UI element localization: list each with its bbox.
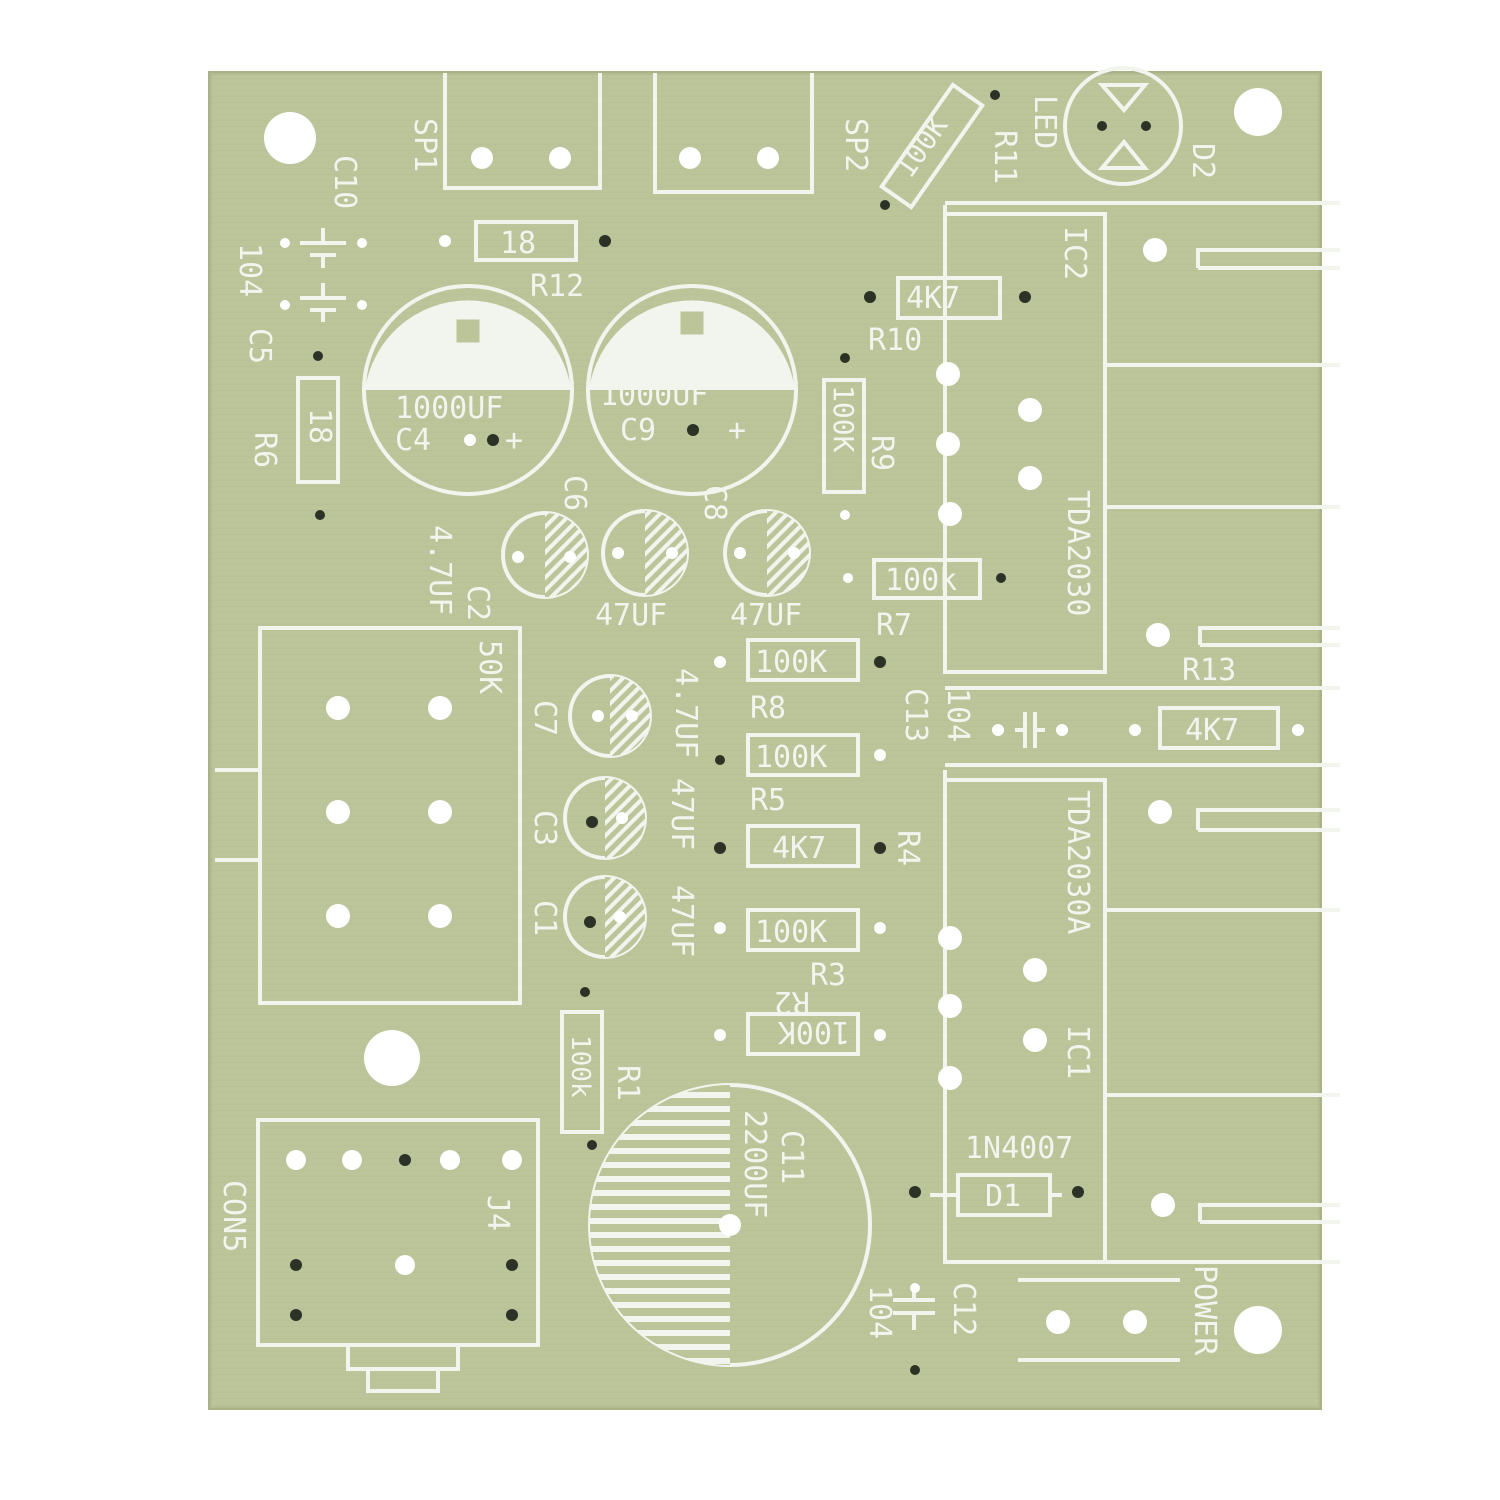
sp2-outline [653, 73, 814, 194]
label-c12: C12 [946, 1282, 981, 1336]
r7-outline [872, 558, 982, 600]
label-r10-value: 4K7 [906, 281, 960, 316]
label-c13: C13 [898, 688, 933, 742]
label-sp1: SP1 [407, 118, 442, 172]
label-c2: C2 [460, 585, 495, 621]
r8-outline [746, 638, 860, 682]
label-c12-value: 104 [862, 1285, 897, 1339]
label-c9-plus: + [728, 413, 746, 448]
label-r9: R9 [864, 435, 899, 471]
r13-outline [1158, 706, 1280, 750]
label-r8-value: 100K [755, 645, 827, 680]
label-r5-value: 100K [755, 740, 827, 775]
c12-symbol [893, 1285, 935, 1330]
label-pot: 50K [472, 640, 507, 694]
r6-outline [296, 376, 340, 484]
label-c4: C4 [395, 423, 431, 458]
r5-outline [746, 733, 860, 777]
label-led: LED [1027, 95, 1062, 149]
r9-outline [822, 378, 866, 494]
label-c10-value: 104 [232, 243, 267, 297]
label-sp2: SP2 [838, 118, 873, 172]
label-c11: C11 [774, 1130, 809, 1184]
label-c8-value: 47UF [730, 598, 802, 633]
label-r6-value: 18 [302, 408, 337, 444]
r11-outline [878, 82, 986, 210]
c9-outline [586, 284, 798, 496]
label-d2: D2 [1185, 143, 1220, 179]
c5-symbol [300, 283, 346, 322]
c10-symbol [300, 228, 346, 268]
r1-outline [560, 1010, 604, 1134]
label-r3-value: 100K [755, 915, 827, 950]
label-c13-value: 104 [940, 688, 975, 742]
label-r1-value: 100k [565, 1035, 595, 1098]
r10-outline [896, 276, 1002, 320]
label-tda-top: TDA2030 [1060, 490, 1095, 616]
label-ic2: IC2 [1057, 226, 1092, 280]
label-c4-plus: + [505, 423, 523, 458]
r2-outline [746, 1012, 860, 1056]
label-j4: J4 [480, 1195, 515, 1231]
label-d1: D1 [985, 1179, 1021, 1214]
label-c1-value: 47UF [664, 885, 699, 957]
label-r5: R5 [750, 783, 786, 818]
label-r6: R6 [247, 432, 282, 468]
label-r2: R2 [774, 984, 810, 1019]
heatsink-top [945, 201, 1340, 690]
c4-outline [362, 284, 574, 496]
label-r4-value: 4K7 [772, 831, 826, 866]
label-con5: CON5 [216, 1180, 251, 1252]
r4-outline [746, 824, 860, 868]
label-r9-value: 100K [827, 385, 860, 453]
small-pads [290, 90, 1151, 1375]
label-c1: C1 [527, 900, 562, 936]
label-c4-value: 1000UF [395, 391, 503, 426]
label-r7: R7 [876, 608, 912, 643]
label-r11: R11 [987, 130, 1022, 184]
label-c8: C8 [697, 485, 732, 521]
label-c2-value: 4.7UF [422, 525, 457, 615]
label-r4: R4 [890, 830, 925, 866]
mounting-holes [264, 88, 1282, 1354]
r3-outline [746, 908, 860, 952]
led-d2-outline [1063, 66, 1183, 186]
label-r1: R1 [610, 1065, 645, 1101]
pcb-board [208, 71, 1322, 1410]
sp1-outline [443, 73, 602, 190]
component-holes [286, 147, 1175, 1334]
label-r13: R13 [1182, 653, 1236, 688]
label-r8: R8 [750, 691, 786, 726]
power-outline [1018, 1278, 1180, 1362]
label-power: POWER [1187, 1265, 1222, 1356]
label-c7: C7 [527, 700, 562, 736]
heatsink-bottom [945, 763, 1340, 1264]
label-ic1: IC1 [1060, 1025, 1095, 1079]
c13-symbol [1015, 712, 1045, 748]
label-c3: C3 [527, 810, 562, 846]
label-c7-value: 4.7UF [668, 668, 703, 758]
label-c6-value: 47UF [595, 598, 667, 633]
label-c10: C10 [327, 155, 362, 209]
r12-outline [474, 220, 578, 262]
label-c9-value: 1000UF [600, 378, 708, 413]
label-c3-value: 47UF [664, 778, 699, 850]
pot-outline [258, 626, 522, 1005]
label-r12-value: 18 [500, 226, 536, 261]
label-r2-value: 100K [778, 1014, 850, 1049]
label-r13-value: 4K7 [1185, 713, 1239, 748]
label-c5: C5 [242, 328, 277, 364]
label-r3: R3 [810, 958, 846, 993]
label-tda-bottom: TDA2030A [1060, 790, 1095, 935]
label-c9: C9 [620, 413, 656, 448]
label-c11-value: 2200UF [737, 1110, 772, 1218]
label-r7-value: 100k [885, 563, 957, 598]
label-c6: C6 [557, 475, 592, 511]
label-d1-part: 1N4007 [965, 1131, 1073, 1166]
label-r10: R10 [868, 323, 922, 358]
label-r12: R12 [530, 269, 584, 304]
